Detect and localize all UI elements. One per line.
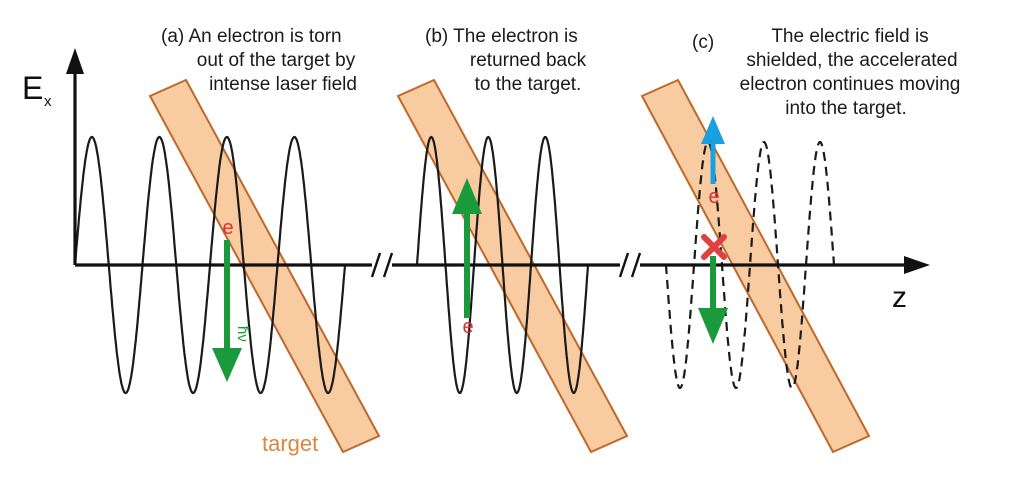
- caption-c-line-4: into the target.: [785, 98, 906, 119]
- caption-b-line-3: to the target.: [475, 74, 582, 95]
- caption-a-line-1: (a) An electron is torn: [161, 26, 342, 47]
- caption-a-line-3: intense laser field: [209, 74, 357, 95]
- y-axis-arrowhead: [66, 48, 84, 74]
- caption-c-label: (c): [692, 32, 714, 53]
- caption-b-line-2: returned back: [470, 50, 587, 71]
- caption-b-line-1: (b) The electron is: [425, 26, 578, 47]
- y-axis-label-subscript: x: [44, 93, 52, 110]
- axis-break-1b: [382, 252, 394, 278]
- green-arrowhead-a: [212, 348, 242, 382]
- electron-label-b: e: [462, 316, 473, 338]
- axis-break-2a: [618, 252, 630, 278]
- electron-label-a: e: [222, 217, 233, 239]
- electron-label-c: e: [708, 186, 719, 208]
- green-arrowhead-c: [698, 308, 728, 344]
- axis-break-1a: [370, 252, 382, 278]
- caption-c-line-2: shielded, the accelerated: [746, 50, 957, 71]
- hv-symbol: ħν: [234, 326, 251, 342]
- cross-mark-icon: [701, 234, 727, 260]
- green-arrowhead-b: [452, 178, 482, 214]
- target-label: target: [262, 431, 318, 456]
- axis-break-2b: [630, 252, 642, 278]
- blue-arrowhead-c: [701, 116, 725, 144]
- x-axis-label: z: [892, 281, 907, 314]
- y-axis-label: E: [22, 70, 43, 106]
- x-axis-arrowhead: [904, 256, 930, 274]
- caption-c-line-3: electron continues moving: [740, 74, 961, 95]
- caption-c-line-1: The electric field is: [771, 26, 928, 47]
- caption-a-line-2: out of the target by: [197, 50, 356, 71]
